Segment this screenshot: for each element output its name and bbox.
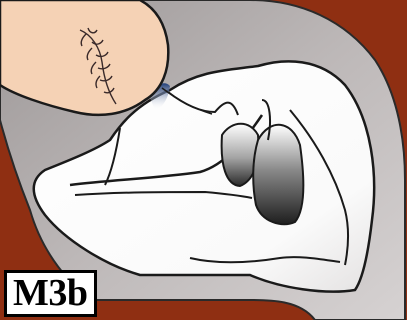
panel-label: M3b	[4, 270, 97, 317]
lower-pit	[253, 125, 303, 224]
skin-flap	[0, 0, 168, 115]
